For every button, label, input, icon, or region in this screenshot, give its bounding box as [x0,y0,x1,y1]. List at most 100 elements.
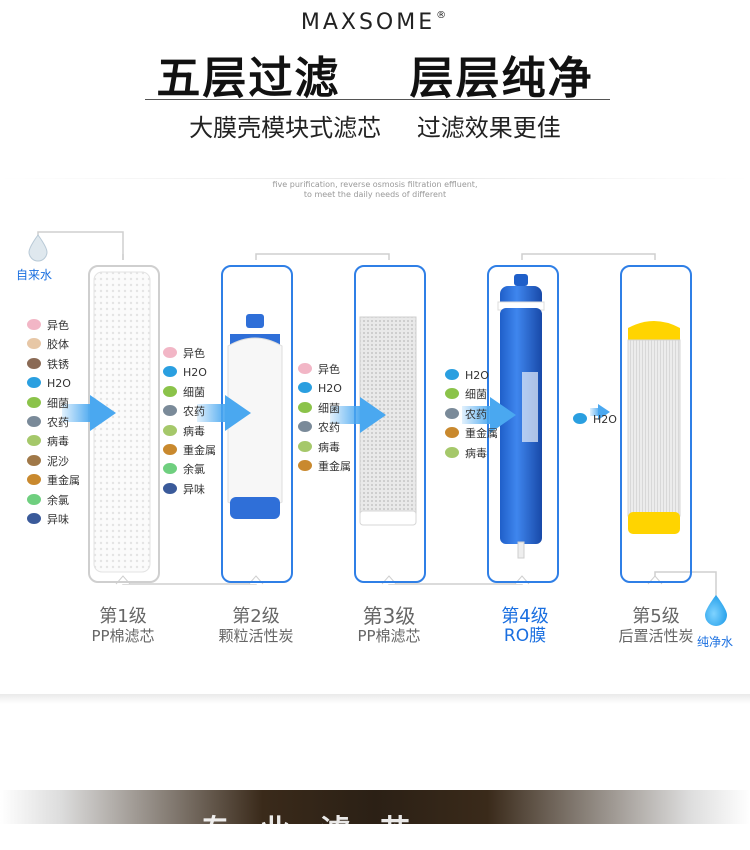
contaminant-icon [163,482,177,494]
stage-name: PP棉滤芯 [91,627,155,645]
contaminant-label: 细菌 [465,388,487,402]
contaminant-icon [163,405,177,417]
contaminant-label: H2O [318,382,342,396]
subline-left: 大膜壳模块式滤芯 [189,114,382,142]
stage-label-2: 第2级 颗粒活性炭 [206,606,306,646]
contaminant-label: 农药 [183,405,205,419]
brand-name: MAXSOME [300,10,436,35]
stage-label-5: 第5级 后置活性炭 [608,607,704,646]
english-line-2: to meet the daily needs of different [303,190,447,199]
headline: 五层过滤 层层纯净 [0,42,750,106]
headline-right: 层层纯净 [409,53,594,104]
next-section-banner [0,790,750,824]
filter-housing-stage-4 [487,265,559,583]
contaminant-label: 铁锈 [47,357,69,371]
contaminant-item: 细菌 [27,394,80,413]
stage-name: RO膜 [503,626,547,646]
contaminant-item: 异色 [163,344,216,363]
contaminant-item: 农药 [445,405,498,424]
contaminant-label: 重金属 [183,443,216,457]
contaminant-label: 病毒 [465,446,487,460]
contaminant-icon [445,407,459,419]
contaminant-label: 病毒 [318,440,340,454]
contaminant-icon [27,474,41,486]
contaminant-icon [27,493,41,505]
filter-housing-stage-1 [88,265,160,583]
contaminant-item: 病毒 [163,422,216,441]
contaminant-label: H2O [465,369,489,382]
contaminant-label: 泥沙 [47,454,69,468]
output-water-label: 纯净水 [697,635,734,649]
contaminant-label: 农药 [465,407,487,421]
contaminant-icon [298,363,312,374]
contaminant-label: 胶体 [47,338,69,352]
stage-label-3: 第3级 PP棉滤芯 [344,605,434,645]
contaminant-label: 重金属 [465,427,498,441]
contaminant-item: 病毒 [445,444,498,463]
water-drop-icon [705,595,727,626]
contaminant-item: 细菌 [163,383,216,402]
contaminant-label: H2O [183,366,207,380]
contaminant-item: 余氯 [163,460,216,479]
contaminant-item: H2O [27,374,80,393]
contaminant-icon [27,377,41,389]
contaminant-icon [298,440,312,452]
english-caption: five purification, reverse osmosis filtr… [0,180,750,200]
contaminant-item: 重金属 [445,424,498,443]
contaminant-label: 细菌 [47,396,69,410]
contaminant-icon [27,319,41,330]
contaminant-item: H2O [298,379,351,398]
next-section-title: 专业滤芯 [200,814,440,849]
contaminant-item: 胶体 [27,335,80,354]
section-divider [0,178,750,179]
contaminant-icon [163,424,177,436]
filter-housing-stage-2 [221,265,293,583]
contaminant-icon [298,401,312,413]
stage-number: 第2级 [232,606,280,627]
contaminant-list-stage-5: H2O [573,410,617,429]
stage-number: 第4级 [501,606,549,627]
contaminant-label: 异色 [318,363,340,376]
contaminant-icon [27,512,41,524]
contaminant-item: 余氯 [27,491,80,510]
contaminant-icon [163,443,177,455]
contaminant-icon [573,413,587,424]
contaminant-item: 病毒 [27,432,80,451]
contaminant-icon [298,382,312,394]
filter-housing-stage-3 [354,265,426,583]
contaminant-label: 重金属 [318,459,351,473]
filter-cartridge-post-carbon [627,321,681,534]
section-divider-bottom [0,694,750,704]
contaminant-list-stage-4: H2O 细菌农药重金属病毒 [445,366,498,463]
contaminant-item: H2O [573,410,617,429]
contaminant-label: 余氯 [47,493,69,507]
stage-label-1: 第1级 PP棉滤芯 [78,606,168,646]
contaminant-icon [445,369,459,380]
contaminant-item: 异味 [27,510,80,529]
contaminant-item: 异色 [298,360,351,379]
contaminant-label: 异色 [183,347,205,360]
contaminant-label: 农药 [318,421,340,435]
contaminant-item: 铁锈 [27,355,80,374]
contaminant-item: H2O [445,366,498,385]
contaminant-icon [163,347,177,358]
filter-housing-stage-5 [620,265,692,583]
brand-logo: MAXSOME® [0,10,750,35]
contaminant-label: 重金属 [47,474,80,488]
contaminant-label: 细菌 [183,385,205,399]
contaminant-label: 细菌 [318,401,340,415]
contaminant-icon [27,415,41,427]
contaminant-icon [163,385,177,397]
contaminant-icon [298,421,312,433]
contaminant-icon [27,396,41,408]
water-drop-icon [28,234,48,262]
registered-mark: ® [436,10,450,21]
stage-name: 后置活性炭 [618,627,694,645]
contaminant-item: 泥沙 [27,452,80,471]
contaminant-label: 病毒 [183,424,205,438]
stage-number: 第3级 [362,604,416,628]
contaminant-icon [27,357,41,369]
contaminant-list-stage-3: 异色 H2O 细菌农药病毒重金属 [298,360,351,476]
stage-number: 第1级 [99,606,147,627]
subline-right: 过滤效果更佳 [416,114,561,142]
